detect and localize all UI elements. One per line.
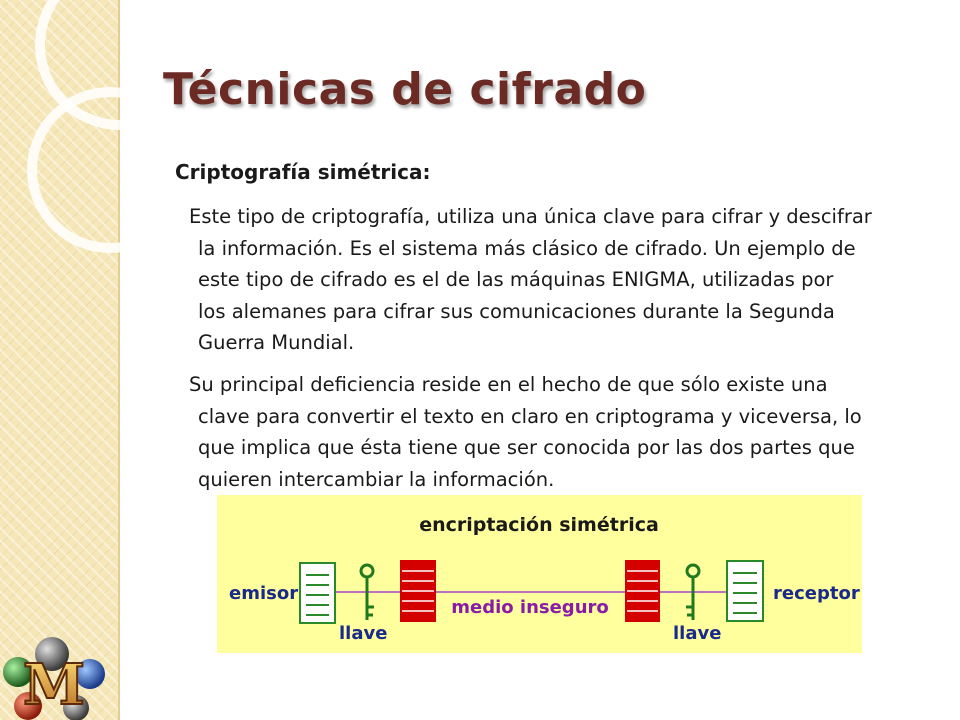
symmetric-encryption-diagram: encriptación simétrica emisor receptor m… [217,495,862,653]
paragraph-line: Su principal deficiencia reside en el he… [189,373,828,396]
sender-label: emisor [229,583,298,604]
encrypted-block-right-icon [625,560,660,622]
paragraph-line: quieren intercambiar la información. [198,467,555,491]
strip-edge [118,0,120,720]
paragraph-definition: Este tipo de criptografía, utiliza una ú… [178,201,948,359]
section-subtitle: Criptografía simétrica: [175,160,431,184]
key-right-icon [685,563,701,620]
key-left-icon [359,563,375,620]
key-left-label: llave [339,623,387,644]
decorative-circles [27,0,120,253]
encrypted-block-left-icon [400,560,436,622]
paragraph-line: Este tipo de criptografía, utiliza una ú… [189,205,872,228]
paragraph-line: Guerra Mundial. [198,331,355,354]
slide-title: Técnicas de cifrado [163,64,647,115]
magic-logo-icon: M [3,637,105,720]
paragraph-line: la información. Es el sistema más clásic… [198,236,856,260]
sender-document-icon [299,562,336,624]
paragraph-line: este tipo de cifrado es el de las máquin… [198,268,834,291]
diagram-title: encriptación simétrica [419,514,659,536]
paragraph-line: los alemanes para cifrar sus comunicacio… [198,299,835,323]
key-right-label: llave [673,623,721,644]
receiver-document-icon [726,560,764,622]
channel-label: medio inseguro [451,597,609,618]
paragraph-line: clave para convertir el texto en claro e… [198,404,862,428]
receiver-label: receptor [773,583,860,604]
paragraph-line: que implica que ésta tiene que ser conoc… [198,436,855,459]
paragraph-deficiency: Su principal deficiencia reside en el he… [178,369,948,495]
logo-letter: M [23,652,85,718]
